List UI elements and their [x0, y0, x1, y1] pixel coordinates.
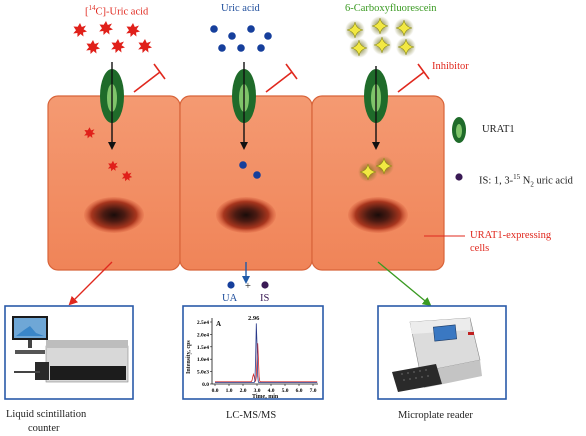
chrom-xtick-label: 2.0: [240, 388, 247, 394]
chrom-peak-label: 2.96: [248, 315, 260, 322]
label-uric-acid: Uric acid: [221, 3, 260, 14]
label-inhibitor: Inhibitor: [432, 61, 469, 72]
chrom-panel-label: A: [216, 320, 221, 328]
chrom-ytick-label: 1.0e4: [197, 357, 209, 363]
label-plus: +: [245, 281, 251, 292]
chrom-ytick-label: 2.0e4: [197, 332, 209, 338]
label-urat1: URAT1: [482, 124, 515, 135]
inhibitor-right: [397, 63, 430, 93]
inhibitor-middle: [265, 63, 298, 93]
ua-dot: [227, 281, 235, 289]
chrom-ytick-label: 0.0: [202, 382, 209, 388]
microplate-arrow: [377, 261, 432, 307]
uric-acid-intracellular: [239, 161, 261, 179]
legend-is-dot: [455, 173, 463, 181]
label-is: IS: 1, 3-15 N2 uric acid: [479, 173, 573, 189]
chrom-xtick-label: 3.0: [254, 388, 261, 394]
label-ua: UA: [222, 293, 238, 304]
cell-left: [47, 95, 181, 271]
nucleus-left: [84, 197, 144, 233]
uric-acid-molecules: [210, 25, 272, 52]
cell-middle: [179, 95, 313, 271]
inhibitor-left: [133, 63, 166, 93]
chrom-xtick-label: 6.0: [296, 388, 303, 394]
carboxyfluorescein-molecules: [344, 15, 417, 59]
nucleus-right: [348, 197, 408, 233]
chrom-xtick-label: 5.0: [282, 388, 289, 394]
chrom-xtick-label: 4.0: [268, 388, 275, 394]
chrom-xtick-label: 7.0: [310, 388, 317, 394]
legend-urat1-icon: [452, 117, 466, 143]
chrom-y-axis-label: Intensity, cps: [186, 340, 192, 374]
label-is-short: IS: [260, 293, 270, 304]
lcms-panel: [182, 305, 324, 400]
scintillation-counter-image: [12, 316, 129, 383]
chrom-x-axis-label: Time, min: [252, 394, 279, 400]
chrom-xtick-label: 0.0: [212, 388, 219, 394]
chrom-ytick-label: 5.0e3: [197, 370, 209, 376]
chrom-ytick-label: 1.5e4: [197, 345, 209, 351]
nucleus-middle: [216, 197, 276, 233]
label-microplate: Microplate reader: [398, 410, 473, 421]
chromatogram: A 2.96 Intensity, cps Time, min 2.5e4 2.0…: [186, 315, 318, 400]
uric-acid-14c-molecules: [73, 21, 152, 54]
chrom-xtick-label: 1.0: [226, 388, 233, 394]
scintillation-arrow: [68, 261, 113, 306]
label-urat1-cells: URAT1-expressing cells: [470, 230, 552, 254]
label-carboxyfluorescein: 6-Carboxyfluorescein: [345, 3, 437, 14]
cell-right: [311, 95, 445, 271]
label-liquid-scintillation: Liquid scintillation counter: [6, 409, 87, 434]
chrom-ytick-label: 2.5e4: [197, 320, 209, 326]
label-lcms: LC-MS/MS: [226, 410, 277, 421]
microplate-reader-image: [392, 317, 482, 392]
is-dot: [261, 281, 269, 289]
label-14c-uric-acid: [14C]-Uric acid: [85, 4, 149, 18]
